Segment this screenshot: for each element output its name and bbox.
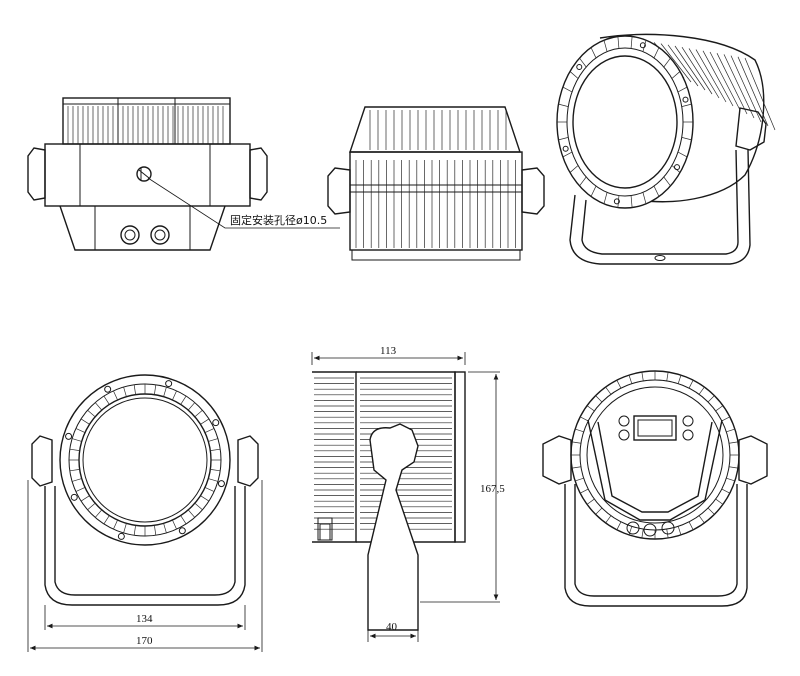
top-view <box>27 97 340 251</box>
dim-depth: 113 <box>380 345 397 357</box>
dim-height: 167,5 <box>480 483 505 495</box>
front-view <box>27 374 263 652</box>
dim-overall-width: 170 <box>136 635 153 647</box>
dim-bracket-width: 40 <box>386 621 398 633</box>
rear-view <box>542 370 768 607</box>
perspective-view <box>556 33 776 265</box>
dim-inner-width: 134 <box>136 613 153 625</box>
side-view <box>311 352 500 642</box>
mount-hole-annotation: 固定安装孔径ø10.5 <box>230 213 327 227</box>
side-view-top <box>327 106 545 261</box>
